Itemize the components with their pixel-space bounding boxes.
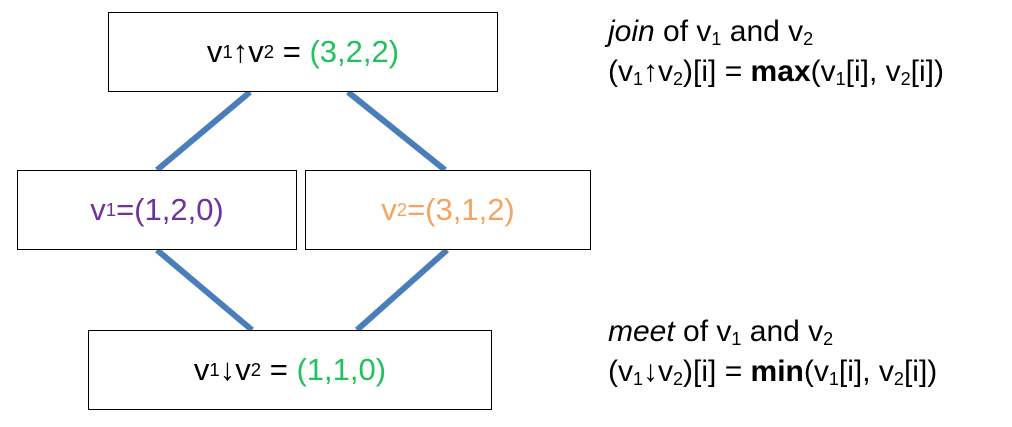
meet-args-mid: [i], v [838, 355, 894, 388]
join-args-sub1: 1 [835, 68, 846, 89]
meet-formula-open: (v [608, 355, 633, 388]
v2-value: =(3,1,2) [407, 192, 515, 227]
join-v2: v [248, 34, 264, 69]
join-formula-open: (v [608, 55, 633, 88]
meet-args-open: (v [803, 355, 829, 388]
meet-v1: v [193, 352, 210, 387]
join-title-sub2: 2 [803, 28, 814, 49]
meet-formula-mid: )[i] = [683, 355, 751, 388]
join-args-mid: [i], v [845, 55, 901, 88]
v2-label: v [381, 192, 397, 227]
edge-join-v2 [346, 89, 447, 173]
meet-definition: meet of v1 and v2 (v1↓v2)[i] = min(v1[i]… [608, 312, 937, 392]
join-of-text: of v [654, 15, 712, 48]
meet-args-sub1: 1 [828, 368, 839, 389]
join-and-text: and v [721, 15, 804, 48]
meet-func: min [750, 355, 804, 388]
meet-formula-v2: v [658, 355, 674, 388]
join-title-line: join of v1 and v2 [608, 12, 944, 52]
meet-v2: v [235, 352, 251, 387]
join-arrow-icon: ↑ [232, 34, 249, 69]
join-title-sub1: 1 [711, 28, 722, 49]
meet-formula-arrow-icon: ↓ [643, 355, 659, 388]
meet-term: meet [608, 315, 675, 348]
join-definition: join of v1 and v2 (v1↑v2)[i] = max(v1[i]… [608, 12, 944, 92]
join-formula-sub1: 1 [633, 68, 644, 89]
join-func: max [750, 55, 811, 88]
meet-formula-sub1: 1 [633, 368, 644, 389]
v1-label: v [90, 192, 106, 227]
meet-and-text: and v [741, 315, 824, 348]
join-term: join [608, 15, 655, 48]
meet-title-sub2: 2 [823, 328, 834, 349]
meet-value: (1,1,0) [296, 352, 387, 387]
meet-formula-line: (v1↓v2)[i] = min(v1[i], v2[i]) [608, 352, 937, 392]
edge-join-v1 [155, 89, 252, 173]
join-args-sub2: 2 [900, 68, 911, 89]
meet-args-close: [i]) [903, 355, 938, 388]
join-formula-line: (v1↑v2)[i] = max(v1[i], v2[i]) [608, 52, 944, 92]
meet-of-text: of v [674, 315, 732, 348]
join-args-open: (v [810, 55, 836, 88]
edge-v1-meet [155, 247, 254, 333]
edge-v2-meet [355, 247, 449, 333]
v1-value: =(1,2,0) [116, 192, 224, 227]
join-args-close: [i]) [910, 55, 944, 88]
join-equals: = [274, 34, 310, 69]
meet-arrow-icon: ↓ [219, 352, 236, 387]
join-formula-arrow-icon: ↑ [643, 55, 659, 88]
join-formula-sub2: 2 [673, 68, 684, 89]
meet-title-sub1: 1 [731, 328, 742, 349]
join-formula-v2: v [658, 55, 674, 88]
meet-equals: = [261, 352, 297, 387]
meet-formula-sub2: 2 [673, 368, 684, 389]
join-v1: v [206, 34, 223, 69]
meet-title-line: meet of v1 and v2 [608, 312, 937, 352]
meet-args-sub2: 2 [893, 368, 904, 389]
join-formula-mid: )[i] = [683, 55, 751, 88]
join-value: (3,2,2) [309, 34, 400, 69]
